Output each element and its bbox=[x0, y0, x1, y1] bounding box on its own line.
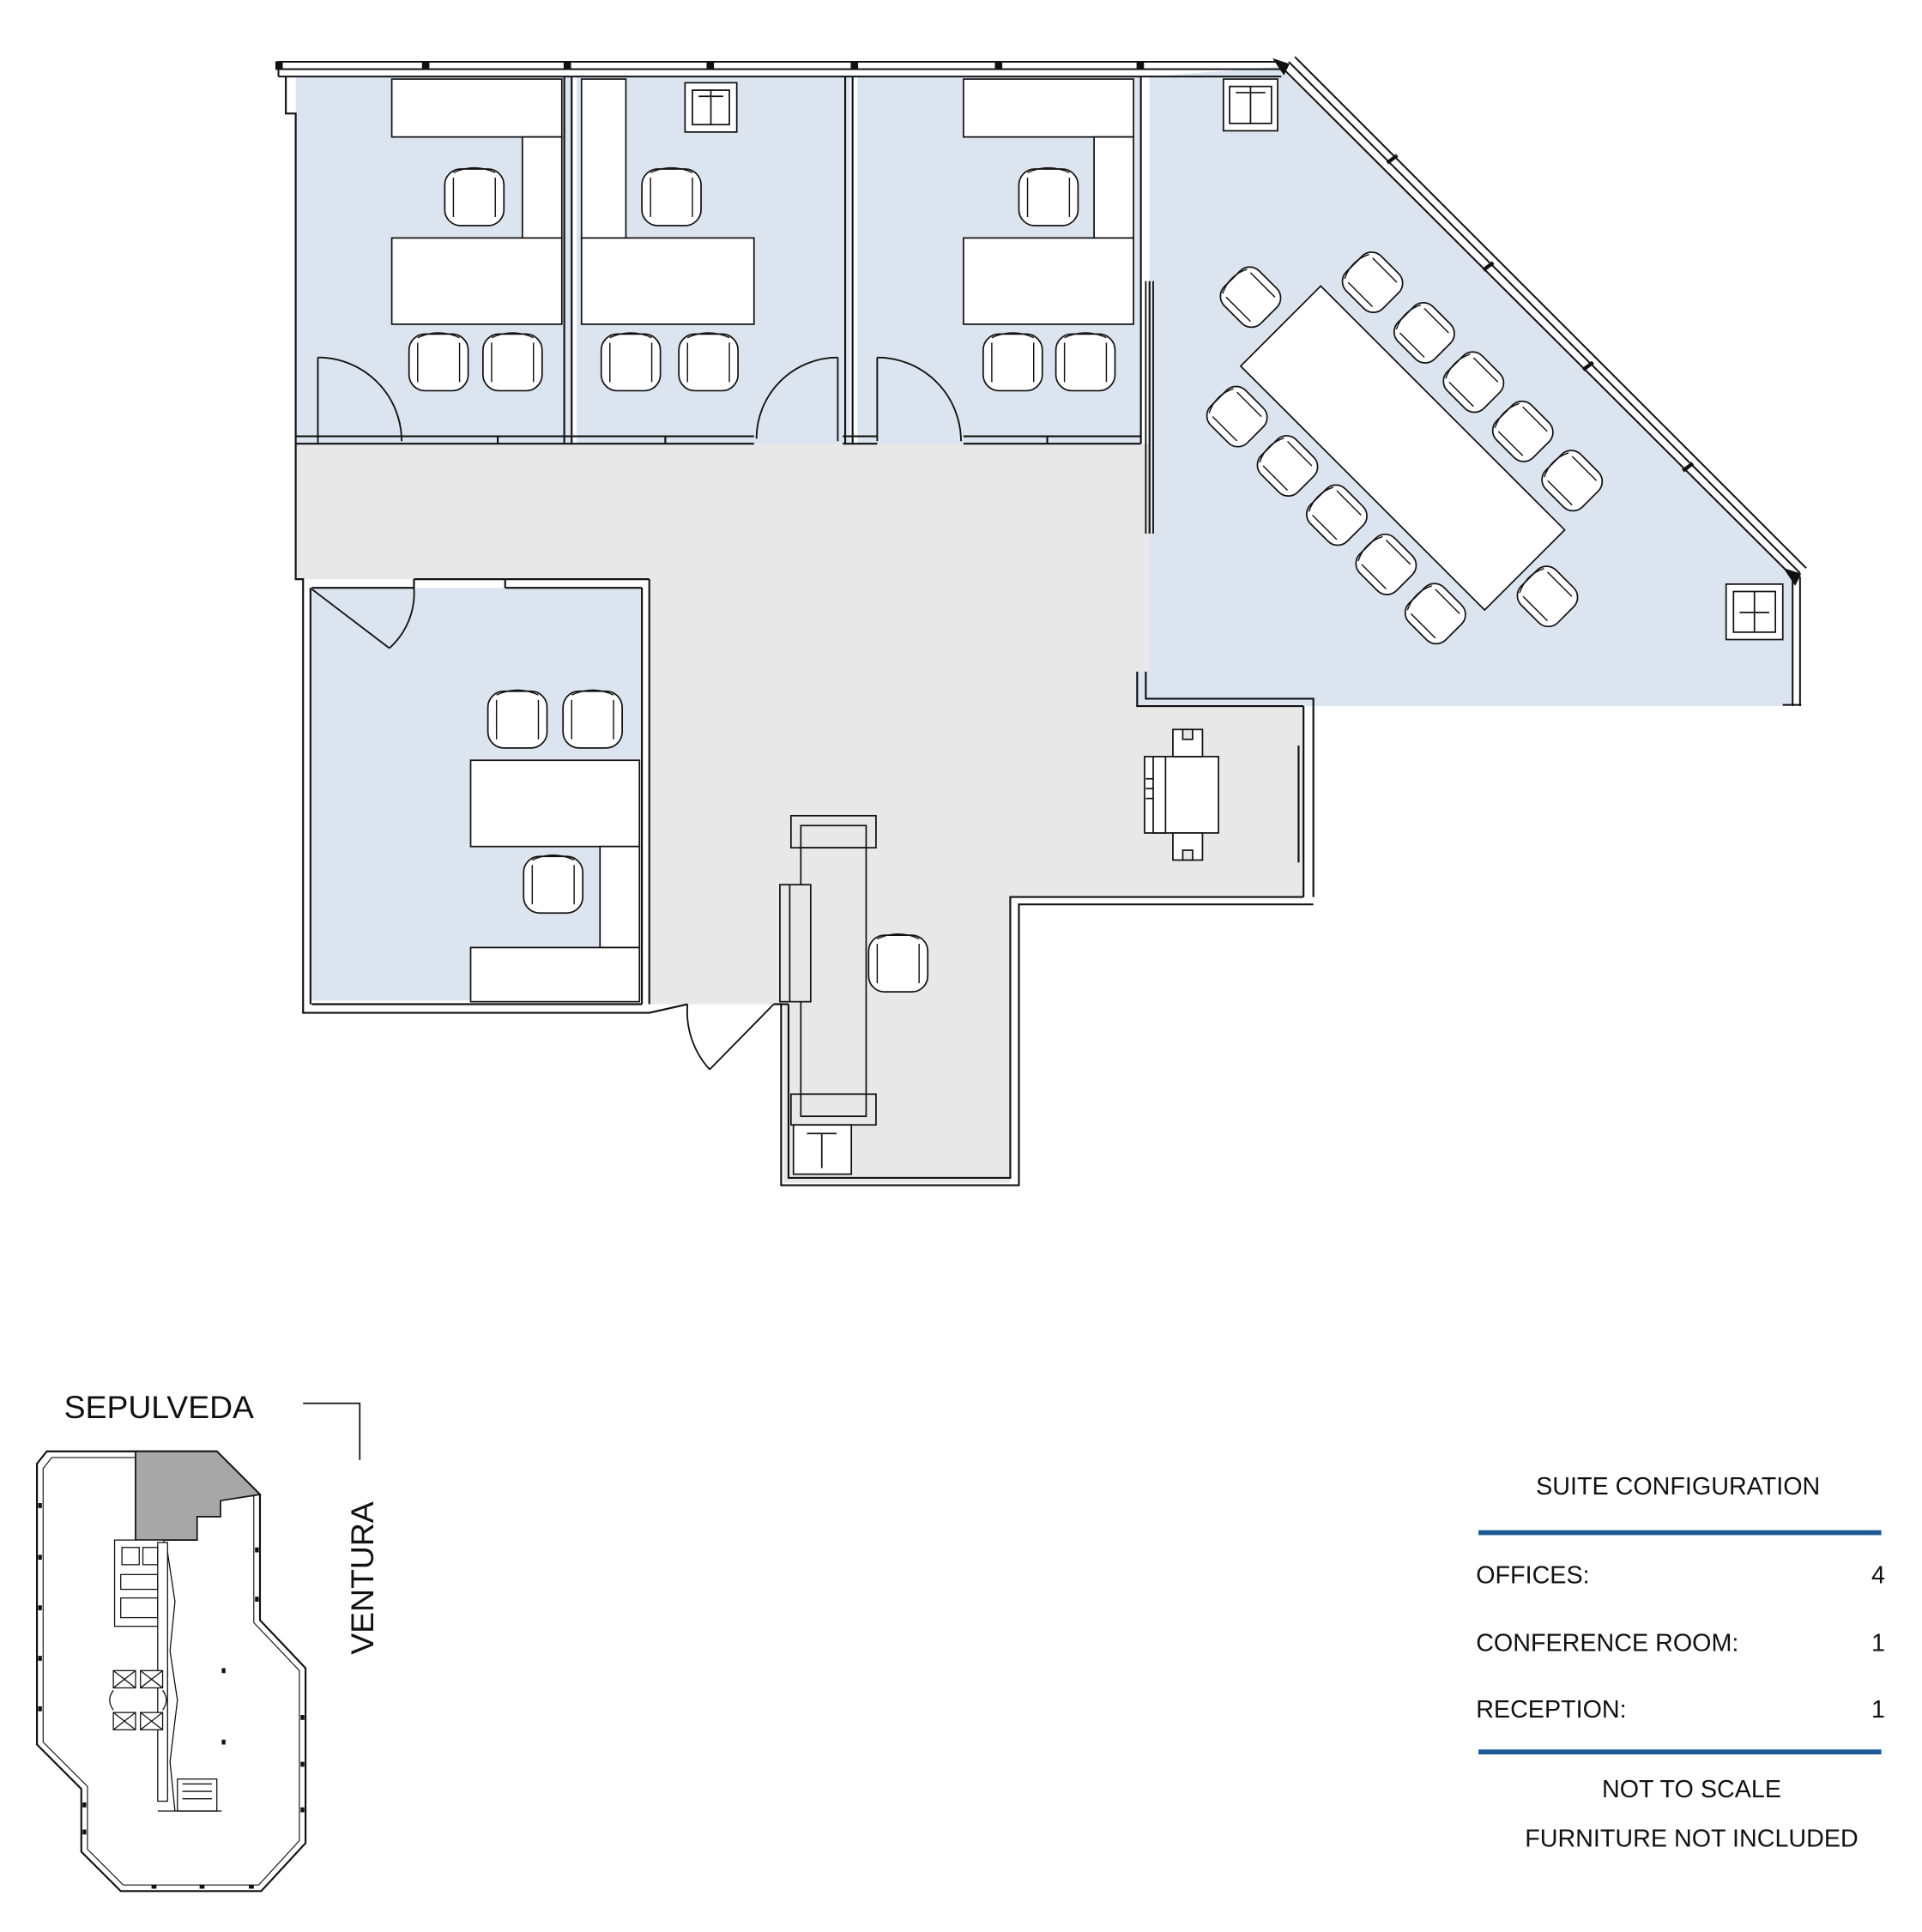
office-1-furniture bbox=[390, 78, 563, 392]
legend-row-reception-label: RECEPTION: bbox=[1476, 1696, 1626, 1724]
legend-note-furniture: FURNITURE NOT INCLUDED bbox=[1525, 1826, 1859, 1853]
key-plan: SEPULVEDA VENTURA bbox=[36, 1389, 380, 1893]
suite-plan bbox=[275, 56, 1807, 1186]
conference-furniture bbox=[1200, 78, 1784, 650]
legend-note-scale: NOT TO SCALE bbox=[1602, 1776, 1781, 1803]
street-label-east: VENTURA bbox=[344, 1501, 380, 1654]
legend-row-conference-label: CONFERENCE ROOM: bbox=[1476, 1629, 1738, 1657]
conference-partition bbox=[1145, 281, 1154, 534]
key-plan-core bbox=[109, 1539, 222, 1812]
reception-desk bbox=[779, 814, 929, 1175]
window-wall-diagonal bbox=[1280, 56, 1807, 707]
suite-configuration-legend: SUITE CONFIGURATION OFFICES: 4 CONFERENC… bbox=[1476, 1473, 1885, 1853]
corridor-floor bbox=[295, 444, 1304, 1183]
legend-row-offices-label: OFFICES: bbox=[1476, 1561, 1589, 1589]
doors bbox=[311, 356, 962, 1071]
walls bbox=[285, 76, 1315, 1186]
key-plan-columns bbox=[38, 1503, 305, 1889]
street-leader-north bbox=[303, 1402, 361, 1460]
legend-title: SUITE CONFIGURATION bbox=[1536, 1473, 1820, 1500]
street-label-north: SEPULVEDA bbox=[64, 1389, 254, 1425]
office-3-furniture bbox=[963, 78, 1134, 392]
copier-station bbox=[1144, 728, 1219, 861]
office-2-furniture bbox=[580, 78, 755, 392]
office-4-furniture bbox=[469, 689, 641, 1003]
legend-row-offices-value: 4 bbox=[1871, 1561, 1885, 1589]
key-plan-building-inner bbox=[42, 1457, 300, 1886]
window-wall-top bbox=[275, 57, 1290, 78]
legend-row-conference-value: 1 bbox=[1871, 1629, 1885, 1657]
legend-row-reception-value: 1 bbox=[1871, 1696, 1885, 1724]
